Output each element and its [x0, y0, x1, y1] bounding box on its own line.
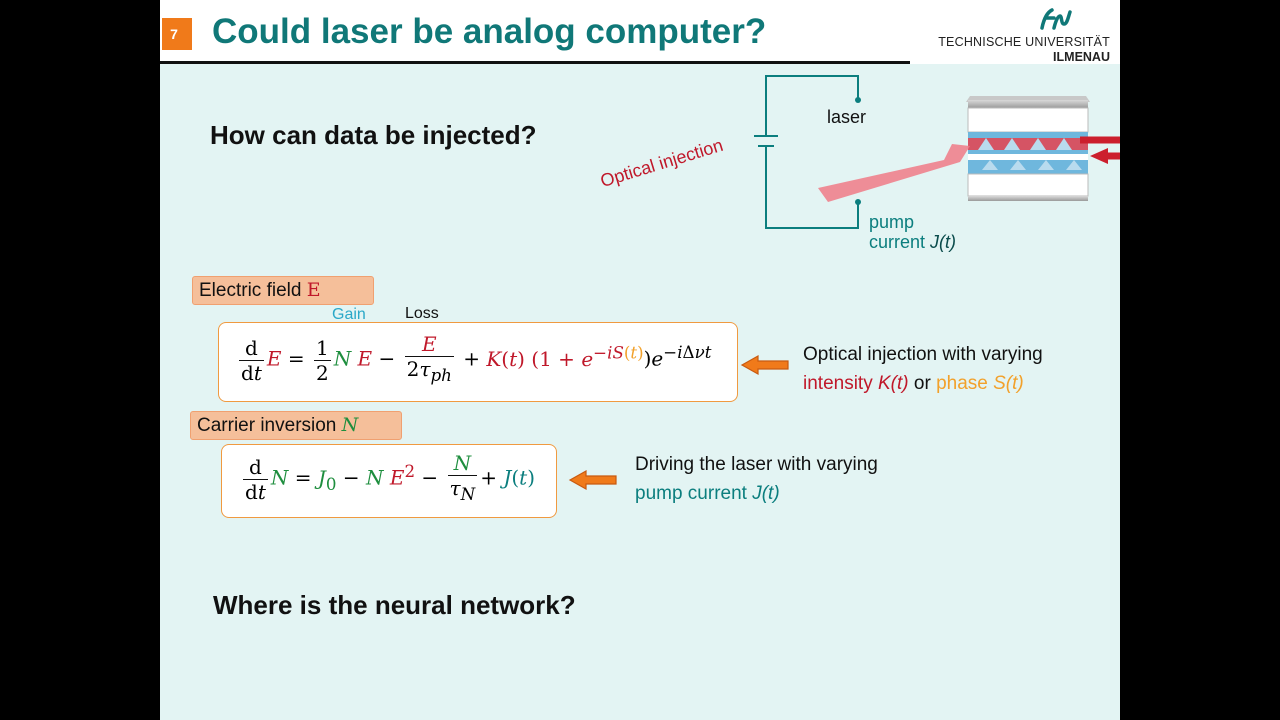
electric-field-equation-box	[218, 322, 738, 402]
laser-diagram	[754, 75, 1120, 229]
arrow-left-icon	[740, 354, 789, 376]
current-label: current J(t)	[869, 232, 957, 252]
gain-label: Gain	[332, 306, 366, 323]
title-rule	[160, 61, 910, 64]
loss-label: Loss	[405, 305, 439, 322]
laser-label: laser	[827, 107, 867, 127]
question-data-injection: How can data be injected?	[210, 120, 537, 150]
university-city: ILMENAU	[1053, 50, 1110, 64]
optical-injection-description: Optical injection with varying intensity…	[803, 344, 1043, 394]
slide-number-badge	[162, 18, 192, 50]
arrow-left-icon	[568, 469, 617, 491]
electric-field-tag: Electric field E	[192, 276, 374, 305]
question-neural-network: Where is the neural network?	[213, 590, 576, 620]
slide: 7 Could laser be analog computer? TECHNI…	[160, 0, 1120, 720]
carrier-inversion-tag: Carrier inversion N	[190, 411, 402, 440]
optical-injection-label: Optical injection	[598, 134, 726, 192]
pump-label: pump	[869, 212, 915, 232]
university-name: TECHNISCHE UNIVERSITÄT	[938, 35, 1110, 49]
slide-header: 7 Could laser be analog computer? TECHNI…	[160, 0, 1120, 64]
carrier-inversion-equation-box	[221, 444, 557, 518]
slide-number: 7	[170, 26, 178, 42]
university-logo-icon	[1040, 8, 1072, 30]
slide-title: Could laser be analog computer?	[212, 12, 767, 51]
pump-current-description: Driving the laser with varying pump curr…	[635, 454, 878, 504]
